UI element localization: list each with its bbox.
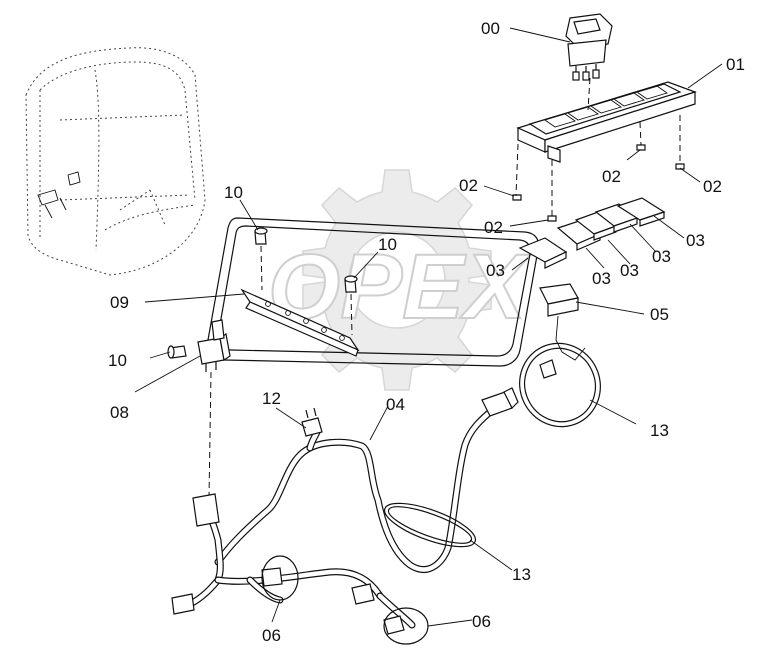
callout-06: 06 (262, 626, 281, 645)
callout-12: 12 (262, 389, 281, 408)
callout-03: 03 (486, 261, 505, 280)
blank-covers (518, 197, 666, 269)
switch-slots (543, 85, 669, 128)
large-cable-ties (384, 342, 601, 548)
callout-02: 02 (703, 177, 722, 196)
callout-09: 09 (110, 293, 129, 312)
bracket (240, 288, 360, 357)
callout-03: 03 (652, 247, 671, 266)
callout-02: 02 (459, 176, 478, 195)
callout-02: 02 (484, 218, 503, 237)
watermark-gear (302, 169, 492, 391)
watermark: OPEX (267, 169, 532, 391)
callout-10: 10 (224, 183, 243, 202)
relay (197, 319, 231, 372)
callout-06: 06 (472, 612, 491, 631)
assembly-guides (208, 77, 681, 499)
rocker-switch (565, 13, 613, 81)
callout-08: 08 (110, 403, 129, 422)
cab-overview (25, 47, 206, 276)
callout-03: 03 (620, 261, 639, 280)
callout-02: 02 (602, 167, 621, 186)
screws (512, 144, 685, 222)
callout-01: 01 (726, 55, 745, 74)
leader-lines (134, 27, 723, 627)
callout-10: 10 (378, 235, 397, 254)
callout-03: 03 (686, 231, 705, 250)
callout-05: 05 (650, 305, 669, 324)
callout-13: 13 (512, 565, 531, 584)
switch-panel (516, 81, 697, 163)
callout-10: 10 (108, 351, 127, 370)
callout-00: 00 (481, 19, 500, 38)
connector-block (539, 283, 586, 361)
callout-03: 03 (592, 269, 611, 288)
callout-labels: 00 01 02 02 02 02 03 03 03 03 03 04 05 0… (108, 19, 745, 645)
callout-04: 04 (386, 395, 405, 414)
harness-connectors (171, 387, 519, 635)
callout-13: 13 (650, 421, 669, 440)
